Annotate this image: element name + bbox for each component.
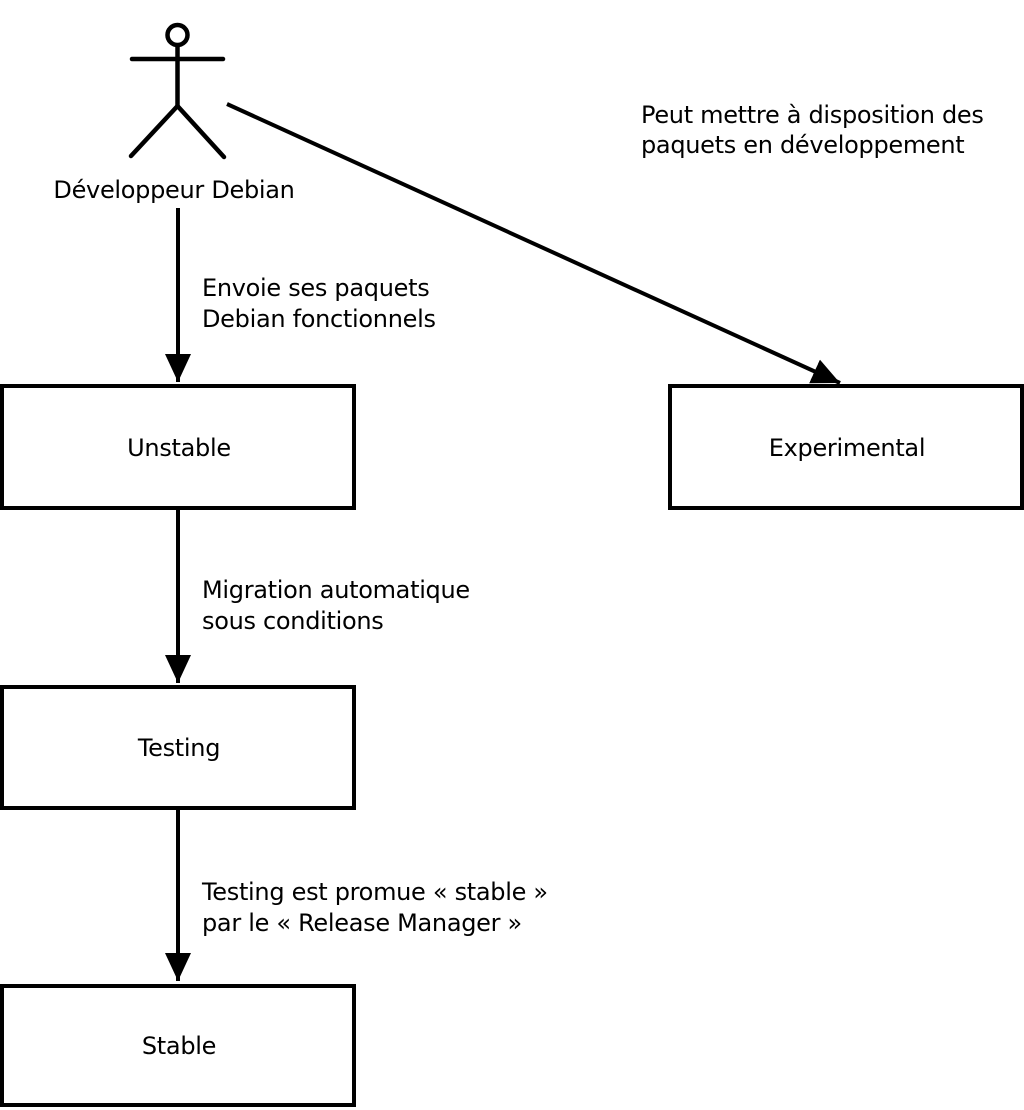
arrow-unstable-note-line2: Debian fonctionnels	[202, 305, 436, 333]
experimental-box	[668, 384, 1024, 510]
experimental-box-label: Experimental	[769, 434, 925, 462]
actor-label: Développeur Debian	[53, 176, 294, 204]
actor-right-leg	[175, 103, 227, 160]
unstable-box	[0, 384, 356, 510]
arrow-experimental-note-line2: paquets en développement	[641, 131, 964, 159]
unstable-box-label: Unstable	[127, 434, 231, 462]
arrow-testing-note-line1: Migration automatique	[202, 576, 470, 604]
arrow-stable-note-line2: par le « Release Manager »	[202, 909, 522, 937]
arrow-testing-note-line2: sous conditions	[202, 607, 384, 635]
arrow-experimental-note-line1: Peut mettre à disposition des	[641, 101, 984, 129]
arrow-stable-note-line1: Testing est promue « stable »	[201, 878, 548, 906]
testing-box-label: Testing	[137, 734, 220, 762]
arrow-developer-to-experimental	[226, 102, 841, 385]
developer-actor-icon	[128, 22, 227, 160]
stable-box-label: Stable	[142, 1032, 216, 1060]
arrow-unstable-note-line1: Envoie ses paquets	[202, 274, 429, 302]
stable-box	[0, 984, 356, 1107]
actor-head	[165, 22, 190, 48]
actor-left-leg	[128, 103, 180, 159]
testing-box	[0, 685, 356, 810]
